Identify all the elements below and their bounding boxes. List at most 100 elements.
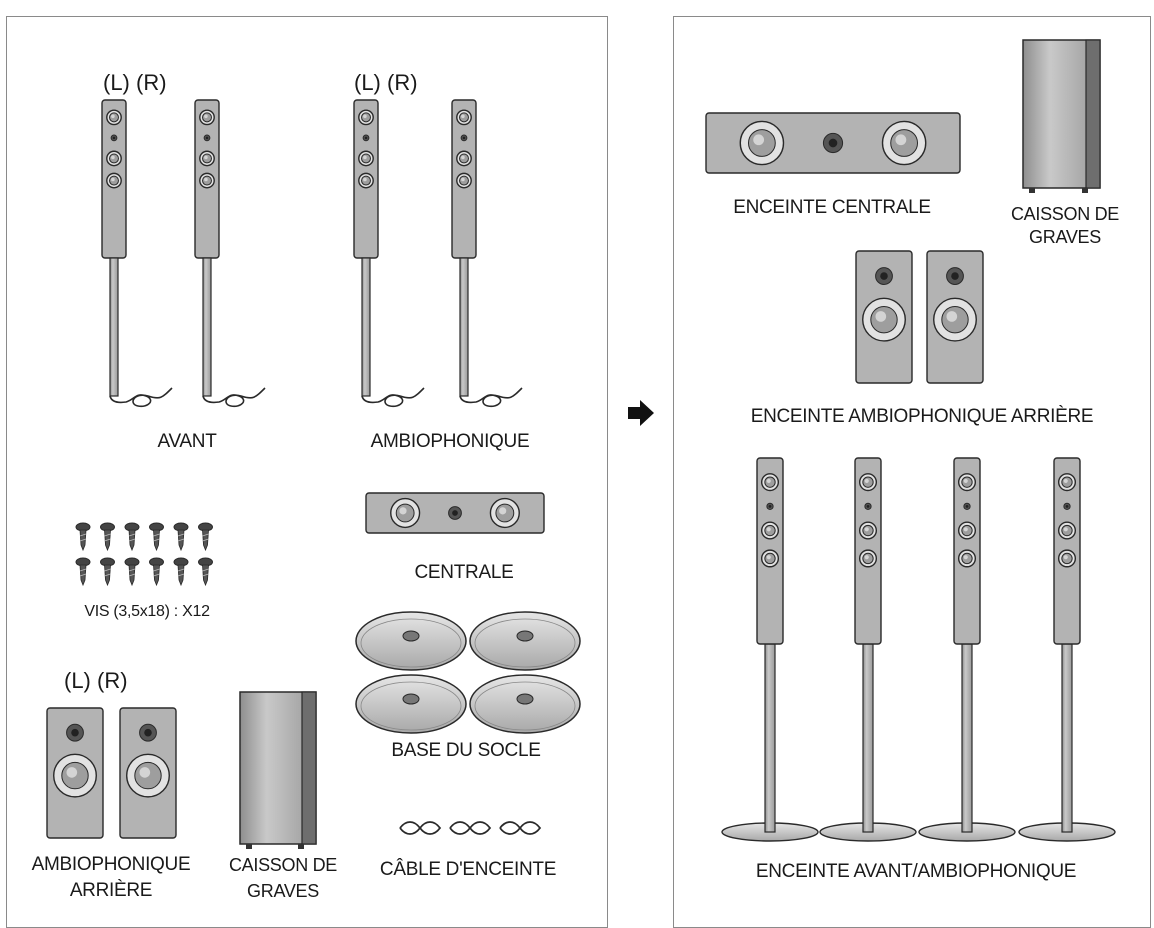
driver — [199, 172, 215, 189]
lr-label-rear: (L) (R) — [64, 668, 128, 693]
tweeter — [946, 267, 964, 285]
rear-surround-speaker-label: ENCEINTE AMBIOPHONIQUE ARRIÈRE — [750, 406, 1094, 427]
driver — [760, 473, 780, 492]
screw-icon — [198, 522, 213, 552]
tweeter — [766, 502, 774, 510]
center-label: CENTRALE — [414, 562, 514, 583]
speaker-cable-icon — [449, 821, 492, 835]
assembled-tall-speaker — [721, 457, 819, 842]
screw-icon — [100, 522, 115, 552]
driver — [1057, 549, 1077, 568]
driver — [760, 549, 780, 568]
rear-surround-speakers — [46, 250, 984, 839]
driver — [933, 297, 977, 342]
tweeter — [448, 506, 462, 520]
tweeter — [110, 134, 118, 142]
center-speakers — [365, 112, 961, 534]
tweeter — [203, 134, 211, 142]
driver — [858, 473, 878, 492]
screw-icon — [198, 557, 213, 587]
tweeter — [864, 502, 872, 510]
rear-surround-label-line1: AMBIOPHONIQUE — [31, 854, 191, 875]
rear-surround-label-line2: ARRIÈRE — [69, 880, 153, 901]
center-speaker-small — [365, 492, 545, 534]
tweeter — [362, 134, 370, 142]
cable-icon — [109, 387, 173, 408]
driver — [358, 150, 374, 167]
screws — [75, 522, 213, 587]
speaker-stem — [202, 257, 212, 397]
driver — [456, 109, 472, 126]
tweeter — [963, 502, 971, 510]
subwoofer-label-line1: CAISSON DE — [228, 855, 338, 875]
driver — [1057, 473, 1077, 492]
speaker-stem — [961, 643, 973, 833]
tall-speaker — [451, 99, 523, 408]
tweeter — [822, 132, 844, 154]
lr-label-front: (L) (R) — [103, 70, 167, 95]
stand-base-disc — [469, 674, 581, 734]
driver — [957, 549, 977, 568]
driver — [53, 753, 97, 798]
driver — [456, 172, 472, 189]
screw-icon — [173, 557, 189, 587]
driver — [106, 109, 122, 126]
lr-label-surround: (L) (R) — [354, 70, 418, 95]
tall-speaker — [353, 99, 425, 408]
front-label: AVANT — [157, 431, 217, 452]
driver — [358, 172, 374, 189]
screw-icon — [75, 522, 91, 552]
rear-speaker-right — [119, 707, 177, 839]
speaker-cable-icon — [499, 821, 542, 835]
screw-icon — [124, 522, 140, 552]
assembled-tall-speaker — [819, 457, 917, 842]
driver — [390, 497, 421, 529]
subwoofers — [239, 39, 1101, 849]
speaker-stem — [361, 257, 371, 397]
speaker-cable-icon — [399, 821, 442, 835]
speaker-stem — [109, 257, 119, 397]
screws-label: VIS (3,5x18) : X12 — [84, 603, 210, 620]
cable-icon — [361, 387, 425, 408]
driver — [739, 120, 785, 166]
driver — [106, 150, 122, 167]
speaker-stem — [862, 643, 874, 833]
screw-icon — [149, 557, 164, 587]
assembled-tall-speakers — [721, 457, 1116, 842]
tweeter — [139, 723, 157, 742]
stand-bases — [355, 611, 581, 734]
driver — [106, 172, 122, 189]
stand-base-disc — [355, 674, 467, 734]
center-speaker-large — [705, 112, 961, 174]
driver — [126, 753, 170, 798]
assembled-tall-speaker — [918, 457, 1016, 842]
screw-icon — [173, 522, 189, 552]
driver — [881, 120, 927, 166]
cable-label: CÂBLE D'ENCEINTE — [379, 859, 557, 880]
front-surround-speaker-label: ENCEINTE AVANT/AMBIOPHONIQUE — [755, 861, 1077, 882]
driver — [862, 297, 906, 342]
stand-base-label: BASE DU SOCLE — [391, 740, 541, 761]
screw-icon — [124, 557, 140, 587]
stand-base-disc — [469, 611, 581, 671]
speaker-stem — [459, 257, 469, 397]
speaker-stem — [764, 643, 776, 833]
driver — [199, 109, 215, 126]
driver — [456, 150, 472, 167]
driver — [858, 549, 878, 568]
surround-label: AMBIOPHONIQUE — [370, 431, 530, 452]
tall-speaker — [194, 99, 266, 408]
right-arrow-icon — [628, 400, 654, 426]
rear-speaker-left — [855, 250, 913, 384]
screw-icon — [149, 522, 164, 552]
center-speaker-label: ENCEINTE CENTRALE — [733, 197, 931, 218]
front-surround-tall-speakers — [101, 99, 523, 408]
driver — [1057, 521, 1077, 540]
tweeter — [460, 134, 468, 142]
rear-speaker-left — [46, 707, 104, 839]
tall-speaker — [101, 99, 173, 408]
driver — [358, 109, 374, 126]
driver — [199, 150, 215, 167]
speaker-stem — [1061, 643, 1073, 833]
